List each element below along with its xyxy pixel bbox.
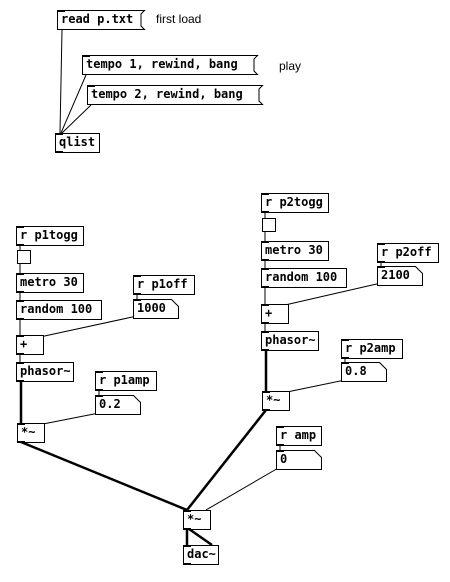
read-message-box[interactable]: read p.txt: [57, 10, 146, 30]
numbox-corner-icon: [379, 362, 387, 370]
play-comment: play: [279, 59, 302, 73]
audio-cord-master-to-dac-right: [188, 527, 213, 547]
cord-ampnum-to-master: [205, 466, 281, 511]
p1amp-number-value: 0.2: [99, 397, 121, 411]
amp-number-box[interactable]: 0: [276, 450, 322, 470]
r-p2togg-object[interactable]: r p2togg: [261, 193, 329, 213]
tempo2-message-box[interactable]: tempo 2, rewind, bang: [87, 85, 264, 105]
r-p2off-object[interactable]: r p2off: [377, 243, 439, 263]
r-p1off-object[interactable]: r p1off: [133, 275, 195, 295]
p2off-number-value: 2100: [381, 268, 410, 282]
tempo1-message-label: tempo 1, rewind, bang: [86, 57, 238, 71]
cord-p2ampnum-to-mul2: [286, 379, 346, 393]
dac-object[interactable]: dac~: [183, 545, 219, 565]
cord-tempo2-to-qlist: [61, 104, 92, 134]
metro2-object[interactable]: metro 30: [261, 241, 329, 261]
cord-tempo1-to-qlist: [60, 74, 87, 134]
p1off-number-value: 1000: [137, 301, 166, 315]
r-p1togg-object[interactable]: r p1togg: [16, 226, 84, 246]
mul2-object[interactable]: *~: [262, 391, 290, 411]
cord-read-to-qlist: [59, 29, 63, 134]
p2amp-number-box[interactable]: 0.8: [341, 362, 387, 382]
master-mul-object[interactable]: *~: [183, 510, 211, 530]
cord-p2offnum-to-plus2: [284, 282, 382, 306]
random1-object[interactable]: random 100: [16, 300, 102, 320]
p1amp-number-box[interactable]: 0.2: [95, 395, 141, 415]
audio-cord-mul2-to-master: [186, 409, 267, 511]
numbox-corner-icon: [314, 450, 322, 458]
p1off-number-box[interactable]: 1000: [133, 299, 179, 319]
message-flag-icon: [138, 10, 146, 30]
audio-cord-mul1-to-master: [20, 440, 188, 512]
numbox-corner-icon: [133, 395, 141, 403]
first-load-comment: first load: [156, 12, 202, 26]
r-amp-object[interactable]: r amp: [276, 426, 322, 446]
p1-toggle[interactable]: [17, 250, 31, 264]
mul1-object[interactable]: *~: [17, 423, 45, 443]
p2-toggle[interactable]: [262, 218, 276, 232]
cord-p1ampnum-to-mul1: [42, 412, 100, 425]
tempo1-message-box[interactable]: tempo 1, rewind, bang: [82, 55, 259, 75]
plus1-object[interactable]: +: [16, 335, 44, 355]
plus2-object[interactable]: +: [261, 304, 289, 324]
random2-object[interactable]: random 100: [261, 268, 347, 288]
phasor1-object[interactable]: phasor~: [16, 362, 74, 382]
qlist-object[interactable]: qlist: [55, 133, 100, 153]
tempo2-message-label: tempo 2, rewind, bang: [91, 87, 243, 101]
message-flag-icon: [256, 85, 264, 105]
read-message-label: read p.txt: [61, 12, 134, 26]
cord-p1offnum-to-plus1: [39, 315, 138, 338]
metro1-object[interactable]: metro 30: [16, 273, 84, 293]
p2amp-number-value: 0.8: [345, 364, 367, 378]
r-p1amp-object[interactable]: r p1amp: [95, 371, 157, 391]
numbox-corner-icon: [415, 266, 423, 274]
amp-number-value: 0: [280, 452, 288, 466]
numbox-corner-icon: [171, 299, 179, 307]
phasor2-object[interactable]: phasor~: [261, 331, 319, 351]
message-flag-icon: [251, 55, 259, 75]
r-p2amp-object[interactable]: r p2amp: [341, 339, 403, 359]
p2off-number-box[interactable]: 2100: [377, 266, 423, 286]
